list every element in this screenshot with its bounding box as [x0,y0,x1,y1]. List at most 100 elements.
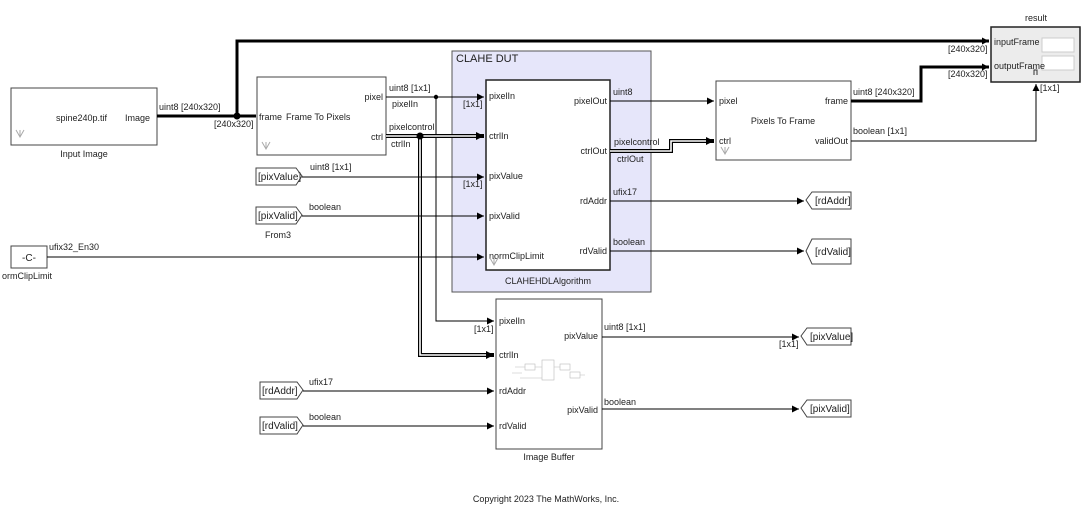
ib-in-ctrlin: ctrlIn [499,350,519,360]
sig-dim-1x1-d: [1x1] [779,339,799,349]
branch-point [416,132,424,140]
ptf-title: Pixels To Frame [751,116,815,126]
from-rdvalid-label: [rdValid] [262,421,298,432]
ctrlout-bus-line[interactable] [610,137,714,153]
sig-pixvalue-type: uint8 [1x1] [310,162,352,172]
ib-in-rdaddr: rdAddr [499,386,526,396]
ftp-title: Frame To Pixels [286,112,351,122]
sig-ctrlin: ctrlIn [391,139,411,149]
sig-ctrlout: ctrlOut [617,154,644,164]
sig-boolean-in: boolean [309,412,341,422]
sig-result-dim2: [240x320] [948,69,988,79]
from-rdvalid-tag[interactable] [259,416,304,435]
input-image-name: Input Image [60,149,108,159]
clahe-dut-label: CLAHE DUT [456,53,519,65]
sig-ufix17-out: ufix17 [613,187,637,197]
branch-point [233,112,241,120]
clahe-out-rdvalid: rdValid [580,246,607,256]
image-buffer-block[interactable] [495,298,603,450]
from-pixvalid-label: [pixValid] [258,211,298,222]
ptf-out-frame: frame [825,96,848,106]
sig-dim-1x1-b: [1x1] [463,179,483,189]
clahe-in-normcliplimit: normClipLimit [489,251,545,261]
goto-pixvalue-tag[interactable] [800,327,852,346]
sig-pixvalid-type: boolean [309,202,341,212]
from-rdaddr-tag[interactable] [259,381,304,400]
sig-ib-pixvalue-type: uint8 [1x1] [604,322,646,332]
result-preview-icon [1041,37,1075,53]
goto-pixvalue-label: [pixValue] [810,332,853,343]
ib-in-rdvalid: rdValid [499,421,526,431]
clahe-out-ctrlout: ctrlOut [580,146,607,156]
frame-to-pixels-block[interactable] [256,76,387,156]
pixel-to-buffer-line[interactable] [435,97,494,325]
sig-dim-1x1-a: [1x1] [463,99,483,109]
constant-value: -C- [22,253,36,264]
sig-pixelcontrol: pixelcontrol [389,122,435,132]
sig-uint8: uint8 [613,87,633,97]
clahe-in-pixvalid: pixValid [489,211,520,221]
copyright-text: Copyright 2023 The MathWorks, Inc. [473,494,619,504]
sig-ib-boolean: boolean [604,397,636,407]
input-image-file: spine240p.tif [56,113,108,123]
pulse-icon [1033,69,1038,75]
constant-name: ormClipLimit [2,271,53,281]
sig-dim-1x1-c: [1x1] [474,324,494,334]
sig-frame-type: uint8 [240x320] [853,87,915,97]
ftp-in-port: frame [259,112,282,122]
input-image-block[interactable] [10,87,158,146]
sig-pix-type: uint8 [1x1] [389,83,431,93]
clahe-algorithm-block[interactable] [485,79,611,271]
result-block[interactable] [990,26,1081,83]
image-to-result-line[interactable] [235,37,989,116]
from-pixvalue-tag[interactable] [255,167,303,186]
goto-rdaddr-tag[interactable] [805,191,852,210]
ftp-out-pixel: pixel [364,92,383,102]
sig-img-type: uint8 [240x320] [159,102,221,112]
result-in1: inputFrame [994,37,1040,47]
from3-name: From3 [265,230,291,240]
ib-out-pixvalid: pixValid [567,405,598,415]
image-buffer-name: Image Buffer [523,452,574,462]
down-arrow-icon [489,257,499,267]
result-in2: outputFrame [994,61,1045,71]
clahe-in-pixelin: pixelIn [489,91,515,101]
clahe-in-ctrlin: ctrlIn [489,131,509,141]
sig-pixelcontrol-out: pixelcontrol [614,137,660,147]
result-preview-icon [1041,55,1075,71]
goto-pixvalid-label: [pixValid] [810,404,850,415]
sig-ufix17-in: ufix17 [309,377,333,387]
sig-boolean-out: boolean [613,237,645,247]
goto-rdvalid-label: [rdValid] [815,247,851,258]
validout-line[interactable] [851,84,1040,142]
down-arrow-icon [261,141,271,151]
sig-result-dim1: [240x320] [948,44,988,54]
ptf-in-ctrl: ctrl [719,136,731,146]
sig-img-dim: [240x320] [214,119,254,129]
goto-rdvalid-tag[interactable] [805,238,852,265]
from-rdaddr-label: [rdAddr] [262,386,298,397]
from-pixvalue-label: [pixValue] [258,172,301,183]
down-arrow-icon [720,146,730,156]
sig-pixelin: pixelIn [392,99,418,109]
ib-out-pixvalue: pixValue [564,331,598,341]
input-image-port: Image [125,113,150,123]
from-pixvalid-tag[interactable] [255,206,303,225]
clahe-name: CLAHEHDLAlgorithm [505,276,591,286]
down-arrow-icon [15,129,25,139]
goto-rdaddr-label: [rdAddr] [815,196,851,207]
goto-pixvalid-tag[interactable] [800,399,852,418]
ptf-out-valid: validOut [815,136,849,146]
ctrl-bus-line[interactable] [386,132,494,359]
frame-to-result-line[interactable] [851,63,989,103]
result-name: result [1025,13,1048,23]
clahe-in-pixvalue: pixValue [489,171,523,181]
clahe-out-rdaddr: rdAddr [580,196,607,206]
image-buffer-preview-icon [512,359,585,381]
ftp-out-ctrl: ctrl [371,132,383,142]
sig-boolean-1x1: boolean [1x1] [853,126,907,136]
pixels-to-frame-block[interactable] [715,80,852,161]
ptf-in-pixel: pixel [719,96,738,106]
sig-result-dim3: [1x1] [1040,83,1060,93]
